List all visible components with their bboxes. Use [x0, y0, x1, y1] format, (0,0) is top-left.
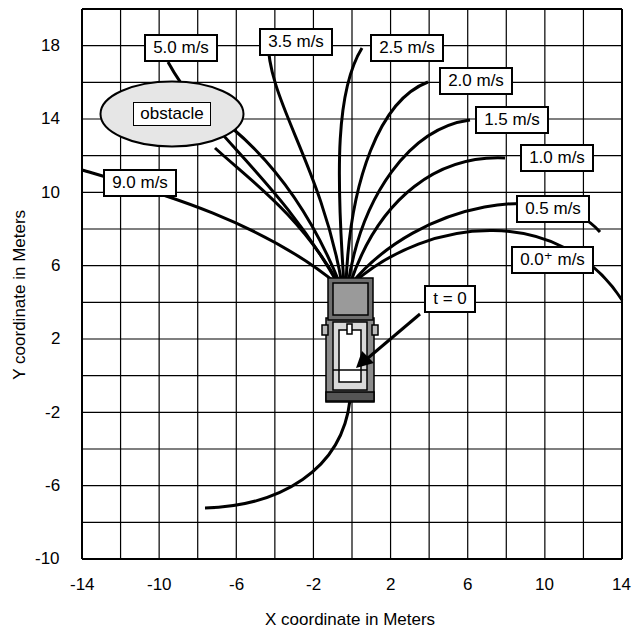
- x-tick-label: -2: [306, 575, 321, 595]
- axis-title: Y coordinate in Meters: [10, 210, 30, 380]
- node-text: 0.5 m/s: [525, 199, 581, 219]
- grid-line: [390, 9, 391, 559]
- grid-line: [82, 558, 622, 560]
- obstacle-ellipse: obstacle: [99, 80, 245, 148]
- node-text: 1.0 m/s: [529, 148, 585, 168]
- trajectory: [82, 170, 337, 284]
- trajectory-curves: [82, 36, 622, 508]
- x-tick-label: -6: [229, 575, 244, 595]
- node-text: 2.5 m/s: [379, 38, 435, 58]
- trajectory: [350, 158, 505, 284]
- speed-label: 1.0 m/s: [520, 144, 594, 172]
- y-tick-label: -10: [35, 549, 60, 569]
- node-text: 3.5 m/s: [268, 32, 324, 52]
- grid-line: [621, 9, 623, 559]
- speed-label: 9.0 m/s: [103, 169, 177, 197]
- time-label: t = 0: [424, 285, 476, 313]
- x-tick-label: -14: [70, 575, 95, 595]
- trajectory: [348, 120, 470, 284]
- grid-line: [82, 485, 622, 486]
- x-tick-label: -10: [147, 575, 172, 595]
- trajectory: [339, 48, 362, 284]
- speed-label: 1.5 m/s: [475, 106, 549, 134]
- node-text: 1.5 m/s: [484, 110, 540, 130]
- y-tick-label: -2: [45, 403, 60, 423]
- y-tick-label: -6: [45, 476, 60, 496]
- y-tick-label: 6: [51, 256, 60, 276]
- grid-line: [274, 9, 275, 559]
- trajectory: [205, 400, 350, 508]
- y-tick-label: 10: [41, 183, 60, 203]
- grid-line: [236, 9, 237, 559]
- grid-lines: [82, 9, 622, 559]
- y-tick-label: 18: [41, 36, 60, 56]
- x-tick-label: 10: [535, 575, 554, 595]
- x-tick-label: 2: [386, 575, 395, 595]
- grid-line: [583, 9, 584, 559]
- grid-line: [544, 9, 545, 559]
- y-tick-label: 2: [51, 329, 60, 349]
- x-tick-label: 6: [463, 575, 472, 595]
- node-text: 0.0⁺ m/s: [520, 250, 585, 270]
- speed-label: 2.0 m/s: [439, 67, 513, 95]
- x-tick-label: 14: [612, 575, 631, 595]
- speed-label: 3.5 m/s: [259, 28, 333, 56]
- grid-line: [82, 448, 622, 449]
- speed-label: 0.5 m/s: [516, 195, 590, 223]
- leader-arrow: [356, 314, 420, 368]
- node-text: 5.0 m/s: [153, 38, 209, 58]
- speed-label: 5.0 m/s: [144, 34, 218, 62]
- vehicle: [322, 278, 378, 402]
- trajectory: [346, 82, 428, 284]
- node-text: 9.0 m/s: [112, 173, 168, 193]
- speed-label: 2.5 m/s: [370, 34, 444, 62]
- y-tick-label: 14: [41, 109, 60, 129]
- speed-label: 0.0⁺ m/s: [511, 246, 594, 274]
- trajectory: [268, 36, 342, 284]
- grid-line: [429, 9, 430, 559]
- node-text: obstacle: [133, 102, 210, 126]
- trajectory: [352, 230, 622, 300]
- grid-line: [82, 8, 622, 10]
- node-text: 2.0 m/s: [448, 71, 504, 91]
- grid-line: [82, 522, 622, 523]
- trajectory: [215, 148, 339, 284]
- axis-title: X coordinate in Meters: [265, 610, 435, 630]
- grid-line: [313, 9, 314, 559]
- grid-line: [81, 9, 83, 559]
- node-text: t = 0: [433, 289, 467, 309]
- grid-line: [82, 412, 622, 413]
